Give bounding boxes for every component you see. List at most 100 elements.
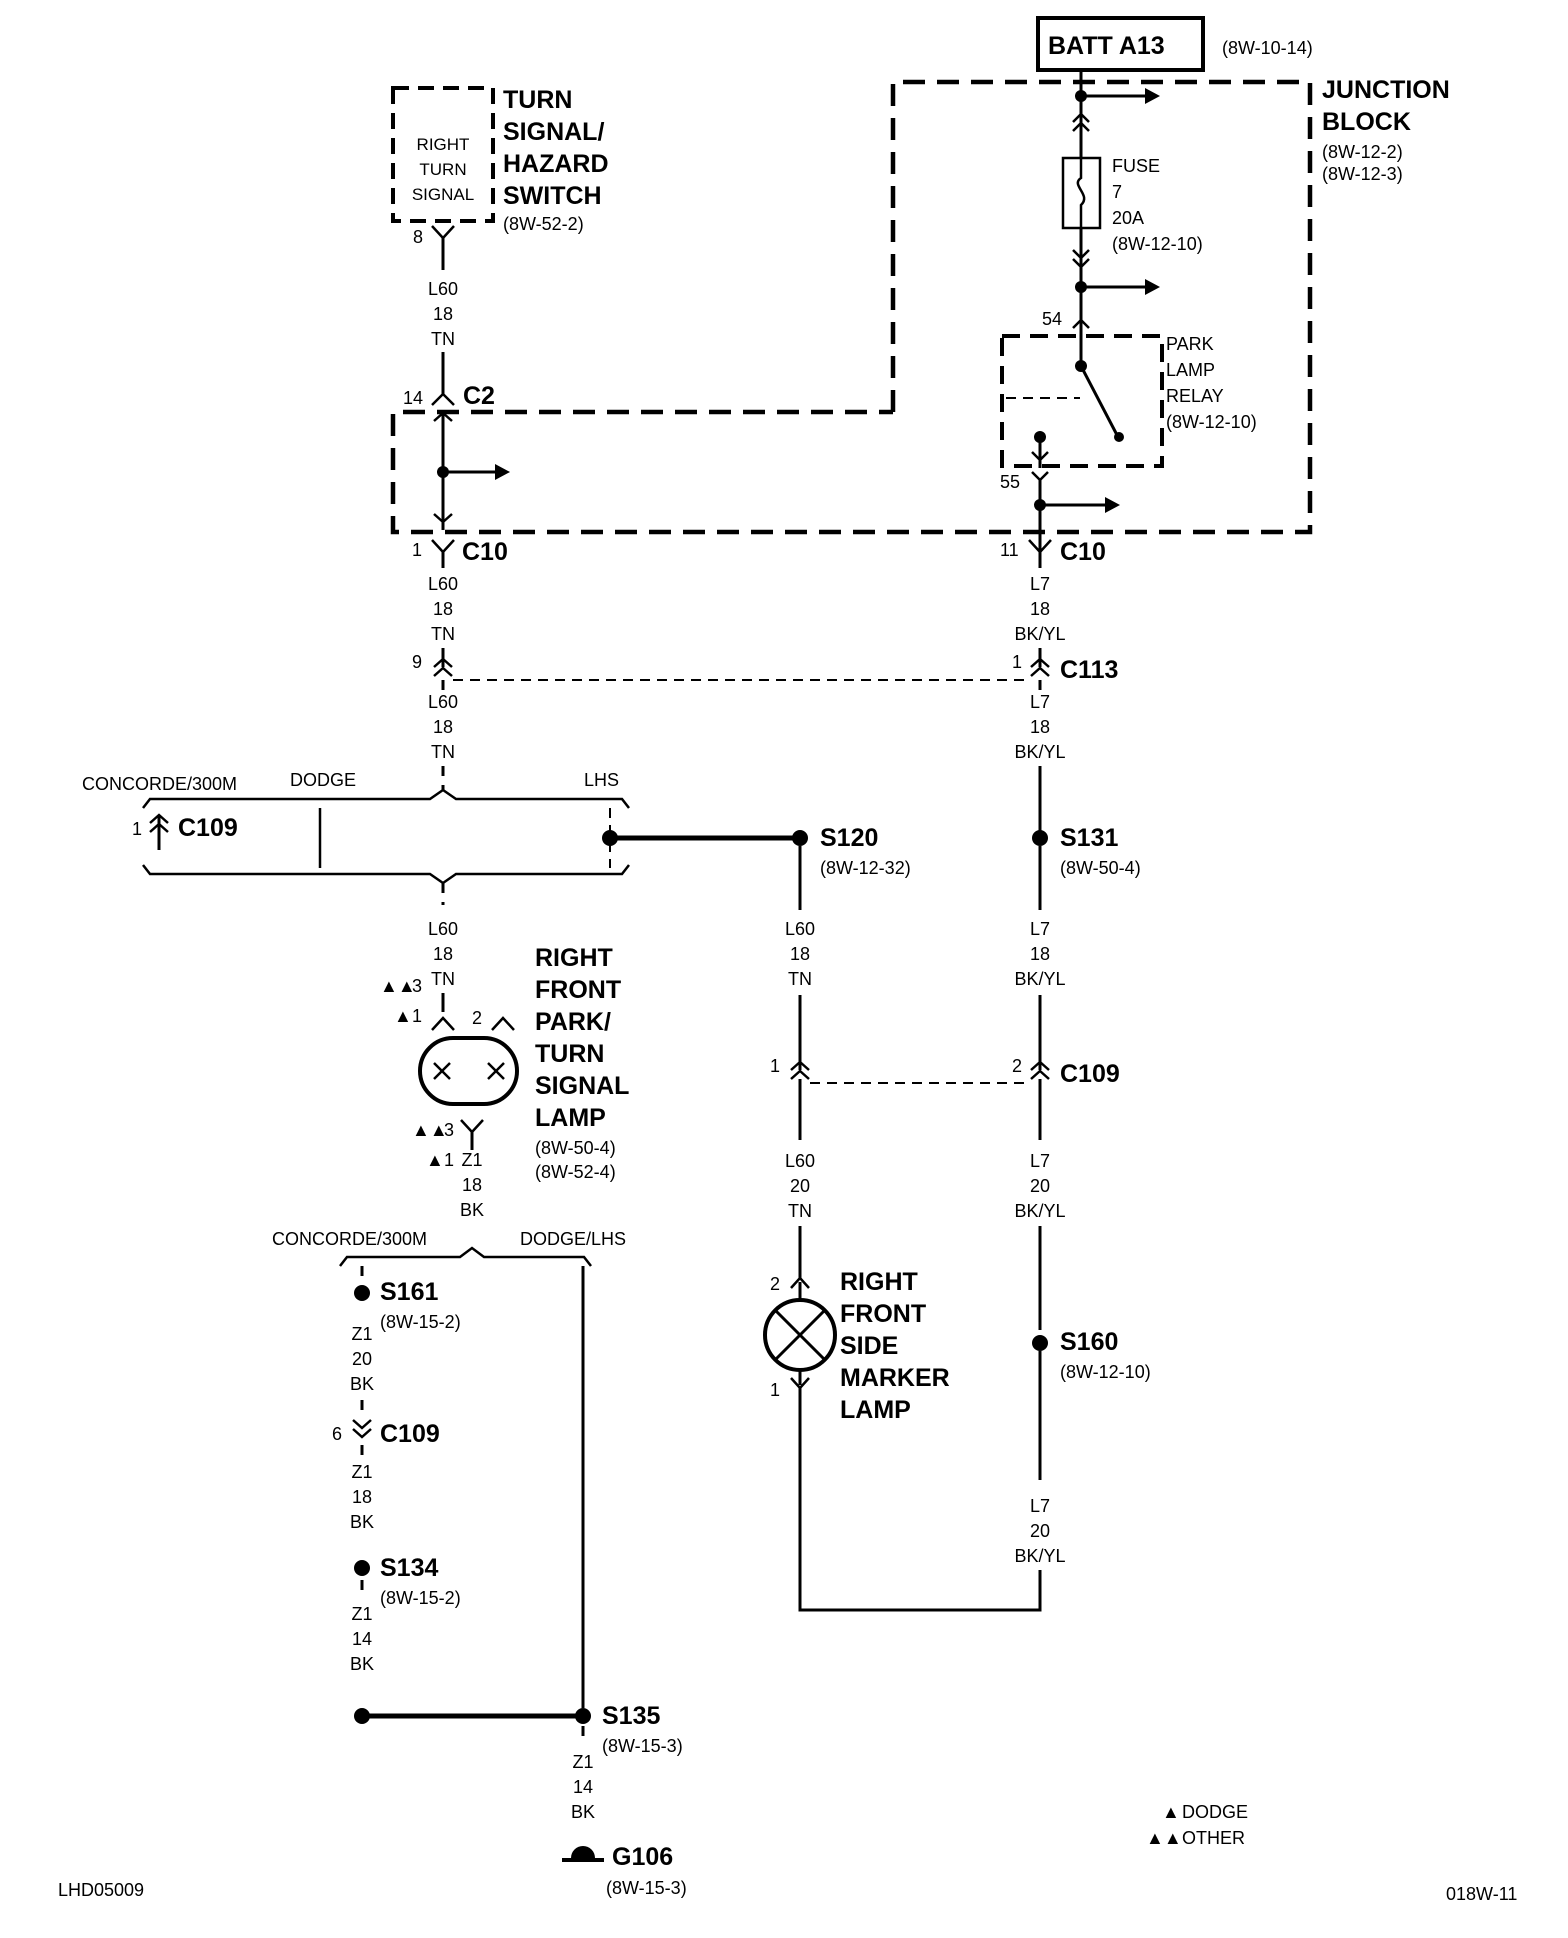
legend-other: OTHER (1182, 1828, 1245, 1848)
park-lamp-ref-1: (8W-50-4) (535, 1138, 616, 1158)
junction-block-ref-1: (8W-12-2) (1322, 142, 1403, 162)
wire-g3-gauge: 18 (352, 1487, 372, 1507)
wire-r1-circuit: L7 (1030, 574, 1050, 594)
switch-title-2: SIGNAL/ (503, 118, 604, 146)
wire-r2-circuit: L7 (1030, 692, 1050, 712)
wire-w3-circuit: L60 (428, 692, 458, 712)
wire-r3-circuit: L7 (1030, 919, 1050, 939)
wire-w4-circuit: L60 (428, 919, 458, 939)
park-lamp-label-3: PARK/ (535, 1008, 611, 1036)
ground-name: G106 (612, 1843, 673, 1871)
switch-ref: (8W-52-2) (503, 214, 584, 234)
variant-bracket-top (142, 788, 630, 809)
switch-inner-2: TURN (419, 160, 466, 179)
wire-w6-circuit: L60 (785, 1151, 815, 1171)
wire-g5-circuit: Z1 (572, 1752, 593, 1772)
s120-name: S120 (820, 824, 878, 852)
park-lamp-body (418, 1036, 519, 1106)
park-lamp-top-dodge-mark: ▲ (394, 1006, 412, 1026)
s161-name: S161 (380, 1278, 438, 1306)
wire-w6-gauge: 20 (790, 1176, 810, 1196)
wire-g5-color: BK (571, 1802, 595, 1822)
wire-g1-gauge: 18 (462, 1175, 482, 1195)
c109-mid-name: C109 (1060, 1060, 1120, 1088)
switch-inner-3: SIGNAL (412, 185, 474, 204)
wire-w6-color: TN (788, 1201, 812, 1221)
wire-g4-color: BK (350, 1654, 374, 1674)
junction-block-title-1: JUNCTION (1322, 76, 1450, 104)
c10-left-name: C10 (462, 538, 508, 566)
relay-out-branch-arrow (1105, 497, 1120, 513)
footer-left-code: LHD05009 (58, 1880, 144, 1900)
park-lamp-pin1-chevron (431, 1016, 455, 1031)
c10-right-pin: 11 (1000, 540, 1019, 560)
wire-w5-circuit: L60 (785, 919, 815, 939)
park-lamp-top-other-mark: ▲▲ (380, 976, 416, 996)
c2-chevron (431, 392, 455, 406)
wire-g2-circuit: Z1 (351, 1324, 372, 1344)
relay-contact-arm (1079, 365, 1119, 436)
c109-mid-left-chevron-1 (790, 1060, 810, 1071)
marker-lamp-label-4: MARKER (840, 1364, 950, 1392)
park-lamp-ref-2: (8W-52-4) (535, 1162, 616, 1182)
park-lamp-label-5: SIGNAL (535, 1072, 629, 1100)
fuse-element (1076, 158, 1086, 228)
s131-node (1032, 830, 1048, 846)
s135-name: S135 (602, 1702, 660, 1730)
wire-w2-circuit: L60 (428, 574, 458, 594)
wire-g5-gauge: 14 (573, 1777, 593, 1797)
turn-signal-switch-box (391, 86, 495, 223)
switch-inner-1: RIGHT (417, 135, 470, 154)
park-lamp-bot-dodge-mark: ▲ (426, 1150, 444, 1170)
variant-bottom-dodge-lhs: DODGE/LHS (520, 1229, 626, 1249)
park-lamp-top-other-pin: 3 (412, 976, 422, 996)
fuse-out-chevron-2 (1072, 258, 1090, 269)
wire-r2-color: BK/YL (1014, 742, 1065, 762)
ground-symbol-dome (571, 1846, 595, 1858)
c113-left-chevron-2 (433, 666, 453, 677)
c113-pin-left: 9 (412, 652, 422, 672)
variant-bracket-bottom (142, 864, 630, 885)
footer-right-code: 018W-11 (1446, 1884, 1517, 1904)
relay-pin54-chevron (1072, 318, 1090, 329)
park-lamp-label-4: TURN (535, 1040, 604, 1068)
junction-block-ref-2: (8W-12-3) (1322, 164, 1403, 184)
switch-title-1: TURN (503, 86, 572, 114)
c109-mid-pin-right: 2 (1012, 1056, 1022, 1076)
wire-w4-gauge: 18 (433, 944, 453, 964)
marker-lamp-pin-2: 2 (770, 1274, 780, 1294)
park-lamp-bot-other-mark: ▲▲ (412, 1120, 448, 1140)
marker-lamp-pin-1: 1 (770, 1380, 780, 1400)
park-lamp-label-1: RIGHT (535, 944, 613, 972)
c113-pin-right: 1 (1012, 652, 1022, 672)
c109-top-pin: 1 (132, 819, 142, 839)
switch-title-4: SWITCH (503, 182, 602, 210)
c113-name: C113 (1060, 656, 1118, 684)
c109-top-name: C109 (178, 814, 238, 842)
wire-r5-gauge: 20 (1030, 1521, 1050, 1541)
batt-branch-arrow (1145, 88, 1160, 104)
switch-pin-8: 8 (413, 227, 423, 247)
s160-node (1032, 1335, 1048, 1351)
variant-top-concorde: CONCORDE/300M (82, 774, 237, 794)
wire-r5-circuit: L7 (1030, 1496, 1050, 1516)
park-lamp-pin2-chevron (491, 1016, 515, 1031)
junction-block-title-2: BLOCK (1322, 108, 1411, 136)
park-lamp-relay-box (1000, 334, 1164, 468)
s131-ref: (8W-50-4) (1060, 858, 1141, 878)
c109-low-name: C109 (380, 1420, 440, 1448)
c109-low-pin: 6 (332, 1424, 342, 1444)
park-lamp-top-dodge-pin: 1 (412, 1006, 422, 1026)
wire-r4-circuit: L7 (1030, 1151, 1050, 1171)
s135-ref: (8W-15-3) (602, 1736, 683, 1756)
c113-right-chevron-2 (1030, 666, 1050, 677)
s131-name: S131 (1060, 824, 1118, 852)
legend-dodge: DODGE (1182, 1802, 1248, 1822)
park-lamp-bot-dodge-pin: 1 (444, 1150, 454, 1170)
s160-ref: (8W-12-10) (1060, 1362, 1151, 1382)
relay-ref: (8W-12-10) (1166, 412, 1257, 432)
fuse-label-1: FUSE (1112, 156, 1160, 176)
c109-mid-pin-left: 1 (770, 1056, 780, 1076)
marker-lamp-x-2 (773, 1308, 827, 1362)
c109-mid-right-chevron-2 (1030, 1069, 1050, 1080)
